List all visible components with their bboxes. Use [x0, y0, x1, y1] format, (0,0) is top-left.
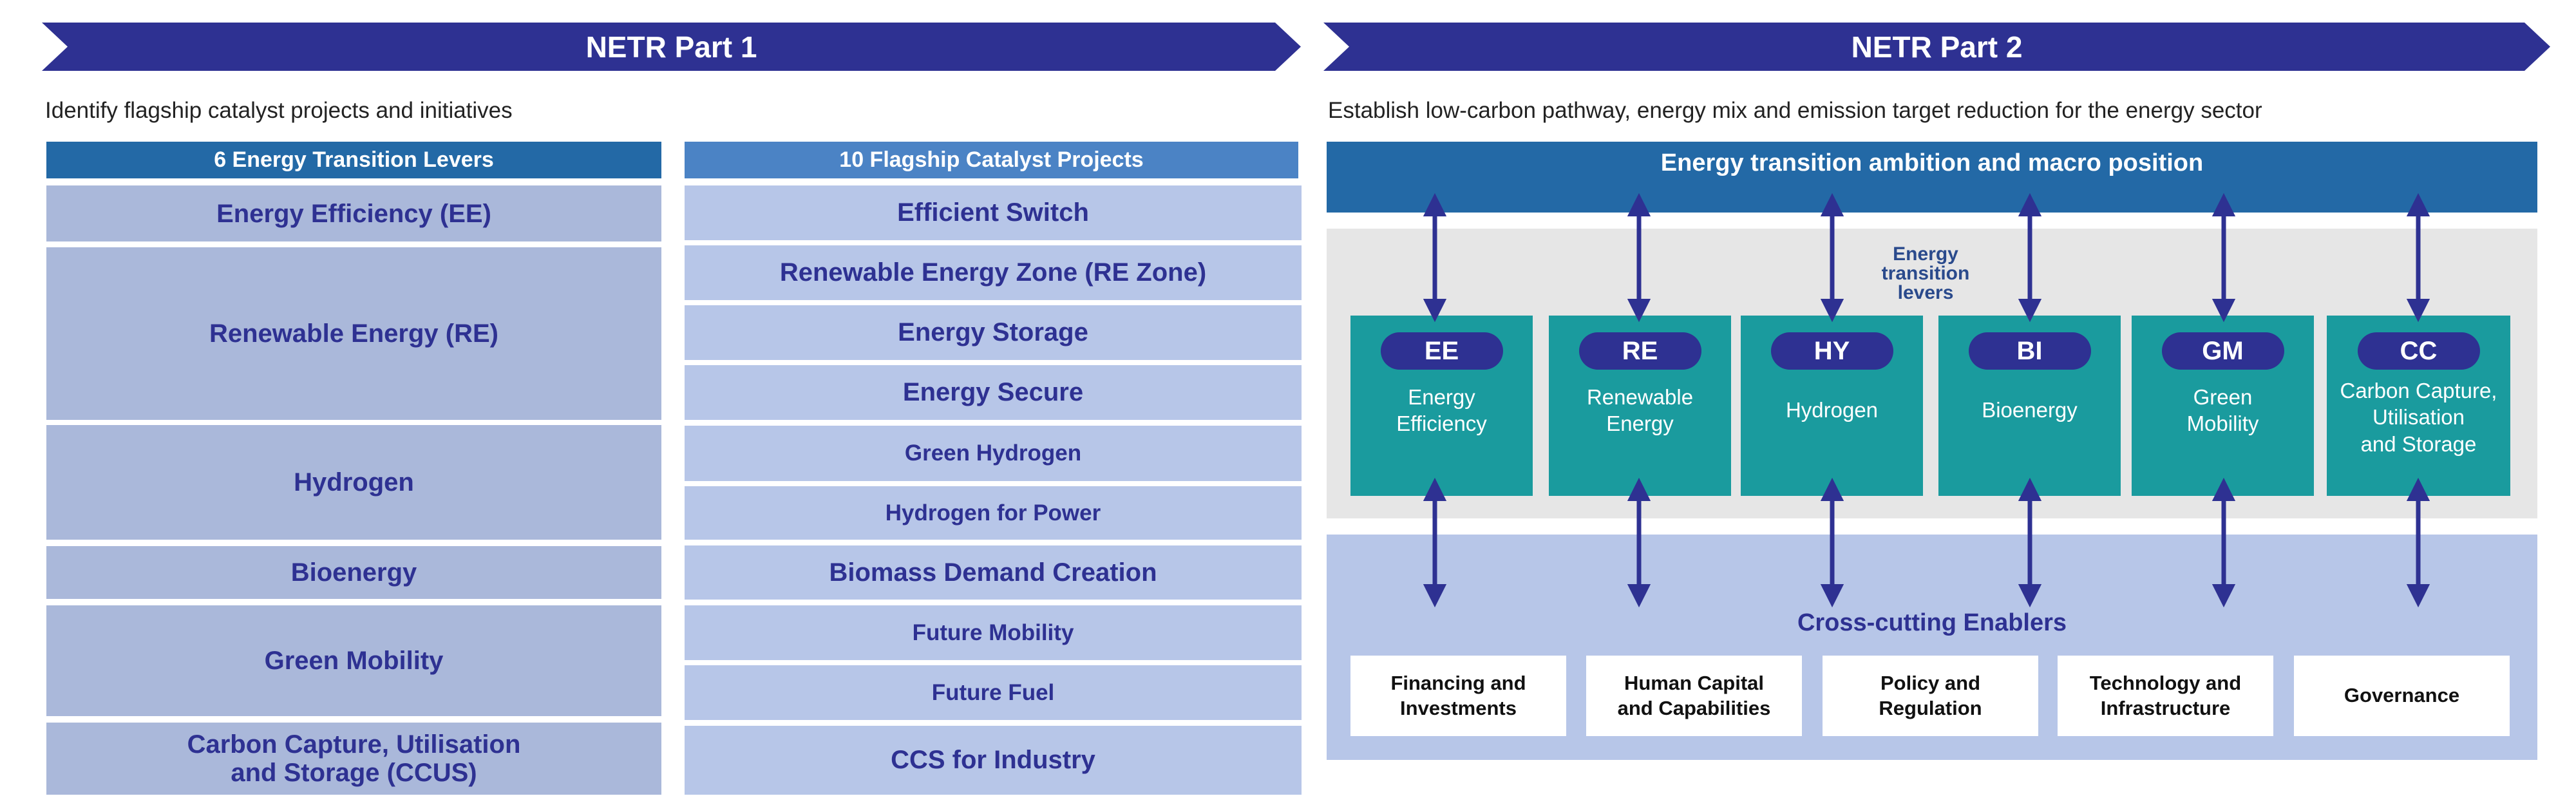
lever-code-badge: HY — [1770, 332, 1893, 370]
project-hydrogen-for-power: Hydrogen for Power — [685, 486, 1302, 540]
lever-code-badge: CC — [2357, 332, 2480, 370]
enabler-financing-investments: Financing and Investments — [1350, 656, 1566, 736]
project-green-hydrogen: Green Hydrogen — [685, 426, 1302, 481]
projects-column-header: 10 Flagship Catalyst Projects — [685, 142, 1298, 178]
part2-banner-title: NETR Part 2 — [1851, 30, 2023, 64]
lever-box-name: Green Mobility — [2186, 385, 2259, 436]
lever-green-mobility: Green Mobility — [46, 605, 661, 716]
project-re-zone: Renewable Energy Zone (RE Zone) — [685, 245, 1302, 300]
lever-box-re: RE Renewable Energy — [1549, 316, 1731, 496]
levers-band-label: Energy transition levers — [1881, 243, 1970, 303]
lever-box-hy: HY Hydrogen — [1741, 316, 1923, 496]
project-ccs-for-industry: CCS for Industry — [685, 726, 1302, 795]
lever-hydrogen: Hydrogen — [46, 425, 661, 540]
enablers-title: Cross-cutting Enablers — [1797, 609, 2067, 636]
project-efficient-switch: Efficient Switch — [685, 185, 1302, 240]
project-future-fuel: Future Fuel — [685, 665, 1302, 720]
project-future-mobility: Future Mobility — [685, 605, 1302, 660]
lever-code-badge: GM — [2161, 332, 2284, 370]
lever-code-badge: EE — [1380, 332, 1503, 370]
part2-banner-shape — [1323, 23, 2550, 71]
lever-bioenergy: Bioenergy — [46, 546, 661, 599]
lever-box-name: Bioenergy — [1982, 398, 2078, 422]
enabler-technology-infrastructure: Technology and Infrastructure — [2058, 656, 2273, 736]
part2-subtitle: Establish low-carbon pathway, energy mix… — [1328, 98, 2262, 123]
project-energy-secure: Energy Secure — [685, 365, 1302, 420]
lever-box-name: Renewable Energy — [1586, 385, 1694, 436]
lever-ccus: Carbon Capture, Utilisation and Storage … — [46, 723, 661, 795]
lever-code-badge: BI — [1968, 332, 2091, 370]
lever-box-name: Carbon Capture, Utilisation and Storage — [2340, 379, 2497, 456]
part1-banner-title: NETR Part 1 — [585, 30, 757, 64]
levers-column-header: 6 Energy Transition Levers — [46, 142, 661, 178]
lever-box-name: Hydrogen — [1785, 398, 1879, 422]
lever-box-name: Energy Efficiency — [1396, 385, 1487, 436]
project-biomass-demand-creation: Biomass Demand Creation — [685, 545, 1302, 600]
project-energy-storage: Energy Storage — [685, 305, 1302, 360]
part1-banner-shape — [42, 23, 1301, 71]
enabler-human-capital: Human Capital and Capabilities — [1586, 656, 1802, 736]
enabler-governance: Governance — [2294, 656, 2510, 736]
lever-renewable-energy: Renewable Energy (RE) — [46, 247, 661, 420]
lever-box-bi: BI Bioenergy — [1938, 316, 2121, 496]
lever-energy-efficiency: Energy Efficiency (EE) — [46, 185, 661, 242]
lever-box-ee: EE Energy Efficiency — [1350, 316, 1533, 496]
lever-code-badge: RE — [1578, 332, 1701, 370]
lever-box-cc: CC Carbon Capture, Utilisation and Stora… — [2327, 316, 2510, 496]
ambition-bar: Energy transition ambition and macro pos… — [1327, 142, 2537, 213]
part1-subtitle: Identify flagship catalyst projects and … — [45, 98, 513, 123]
lever-box-gm: GM Green Mobility — [2132, 316, 2314, 496]
enabler-policy-regulation: Policy and Regulation — [1823, 656, 2038, 736]
